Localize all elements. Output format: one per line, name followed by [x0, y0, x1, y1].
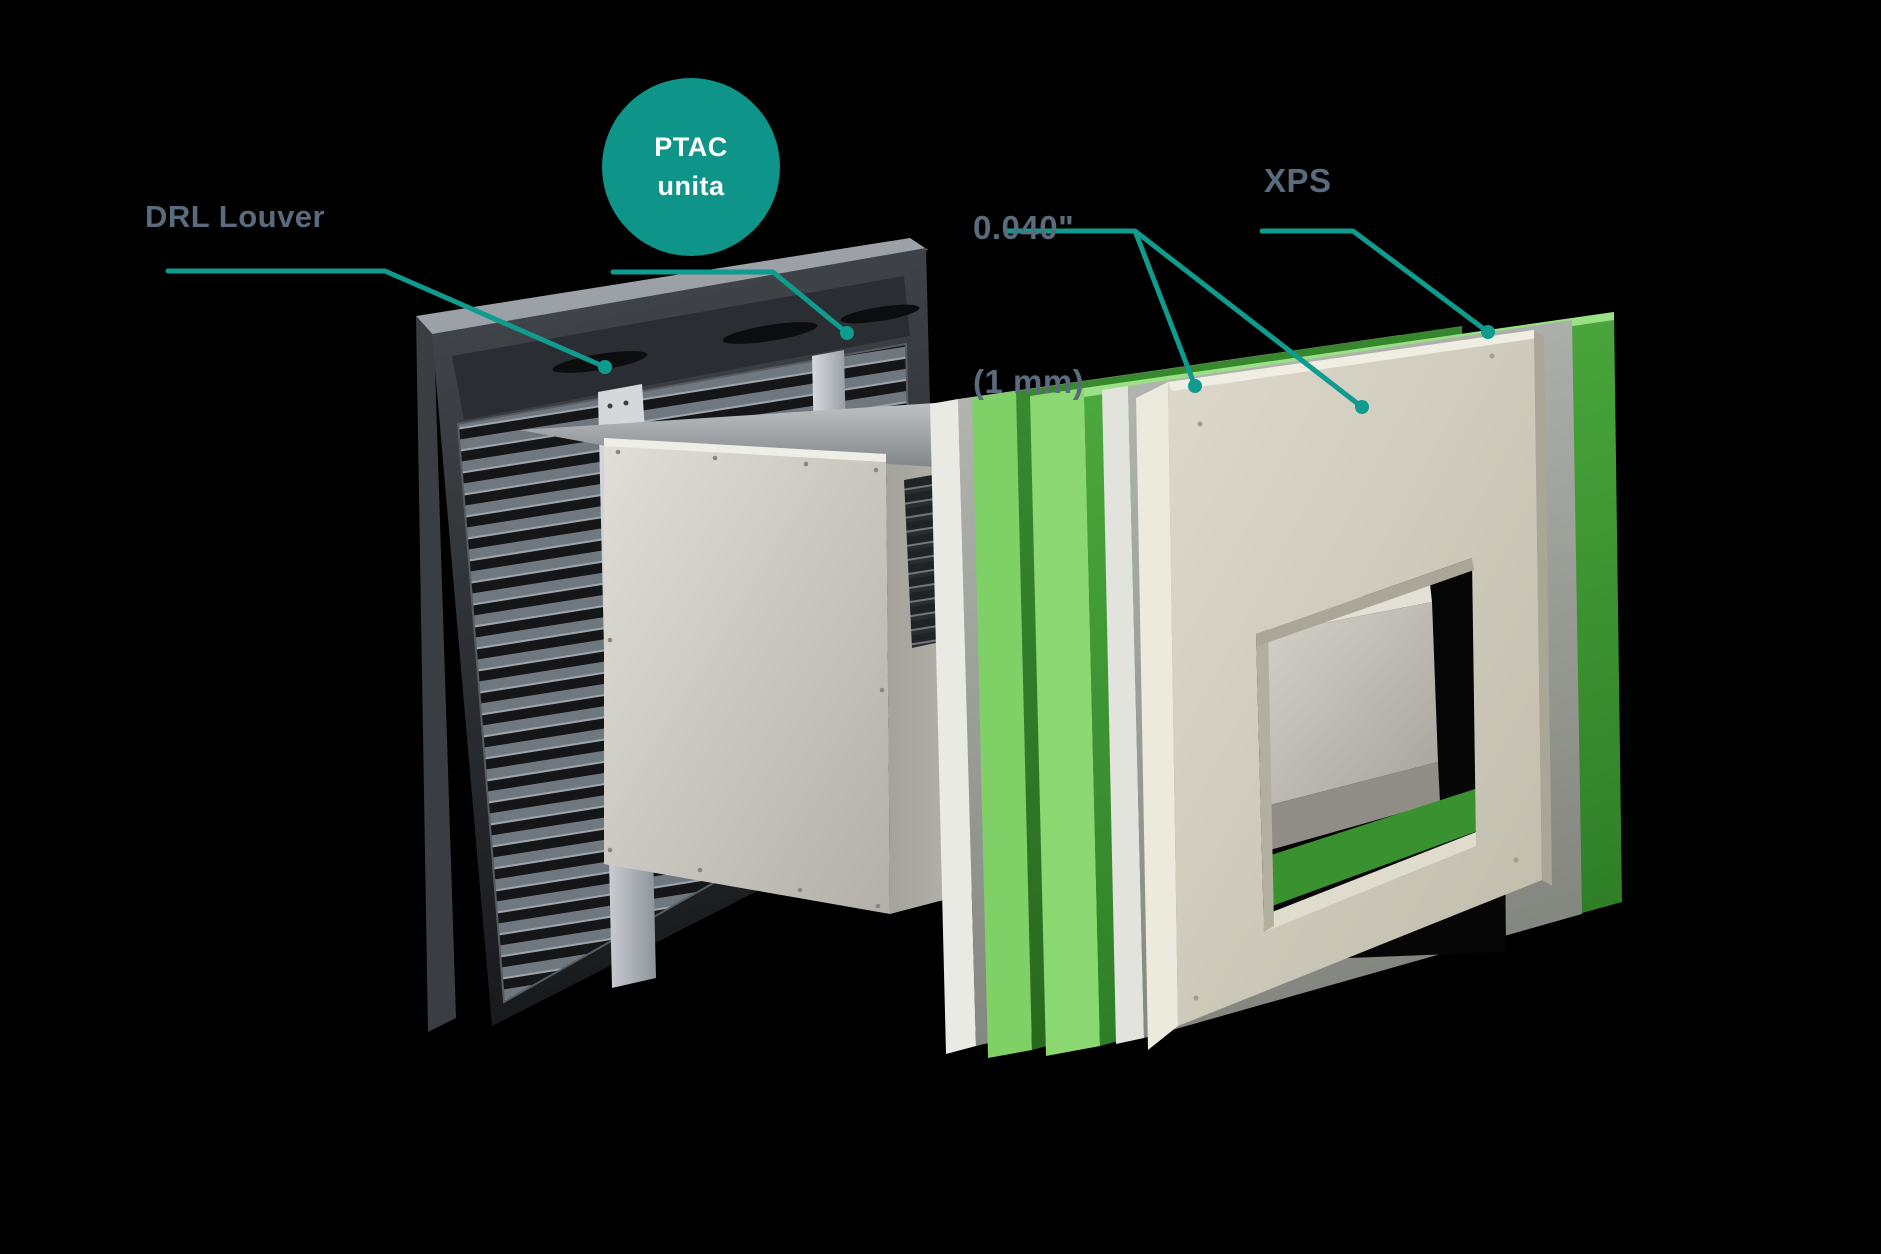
xps-band-in-cutout	[1268, 788, 1480, 906]
sleeve-end-floor	[1266, 762, 1440, 850]
ptac-unit-badge: PTAC unita	[602, 78, 780, 256]
louver-slot	[840, 304, 920, 324]
screw	[623, 400, 629, 406]
ptac-leader-line	[610, 269, 850, 336]
outer-panel-screws	[1193, 353, 1519, 1001]
louver-top-flange	[416, 238, 928, 336]
sheet-thickness-label: 0.040" (1 mm)	[973, 100, 1084, 509]
louver-slot	[722, 322, 818, 344]
outer-panel-face	[1168, 330, 1542, 1026]
ptac-badge-line2: unita	[657, 171, 725, 201]
louver-top-rail	[452, 276, 910, 420]
aluminum-sheet-2-edge	[1102, 386, 1144, 1044]
louver-left-flange	[416, 316, 456, 1032]
xps-leader-line	[1259, 228, 1491, 335]
sheet-leader-dot-1	[1188, 379, 1202, 393]
ptac-badge-line1: PTAC	[654, 131, 728, 162]
cutout-inner-top-edge	[1256, 558, 1474, 646]
sheet-thickness-line2: (1 mm)	[973, 362, 1085, 400]
xps-label: XPS	[1264, 162, 1332, 199]
outer-panel-right-edge	[1534, 330, 1552, 886]
cutout-sill	[1262, 832, 1479, 936]
outer-panel-top-edge	[1168, 330, 1538, 391]
louver-leader-dot	[598, 360, 612, 374]
sleeve-top-edge	[604, 438, 886, 462]
sheet-thickness-line1: 0.040"	[973, 209, 1075, 247]
outer-panel	[1136, 330, 1552, 1050]
cutout-inner-left-edge	[1256, 629, 1274, 932]
sleeve-screws	[607, 449, 885, 909]
sleeve-vent	[904, 475, 940, 648]
sleeve-end-face	[1258, 602, 1438, 806]
louver-leader-line	[165, 268, 608, 370]
aluminum-sheet-1-edge	[930, 399, 976, 1054]
sleeve-front-face	[604, 438, 890, 914]
louver-label: DRL Louver	[145, 199, 326, 234]
sheet-leader-line-2	[1132, 228, 1365, 410]
ptac-leader-dot	[840, 326, 854, 340]
xps-layer-2-edge	[1030, 388, 1100, 1056]
sheet-leader-dot-2	[1355, 400, 1369, 414]
louver-slot	[552, 351, 648, 373]
xps-leader-dot	[1481, 325, 1495, 339]
outer-panel-left-edge	[1136, 382, 1178, 1050]
screw	[607, 403, 613, 409]
sleeve-interior	[520, 398, 1016, 472]
xps-layer-1-edge	[972, 391, 1032, 1058]
